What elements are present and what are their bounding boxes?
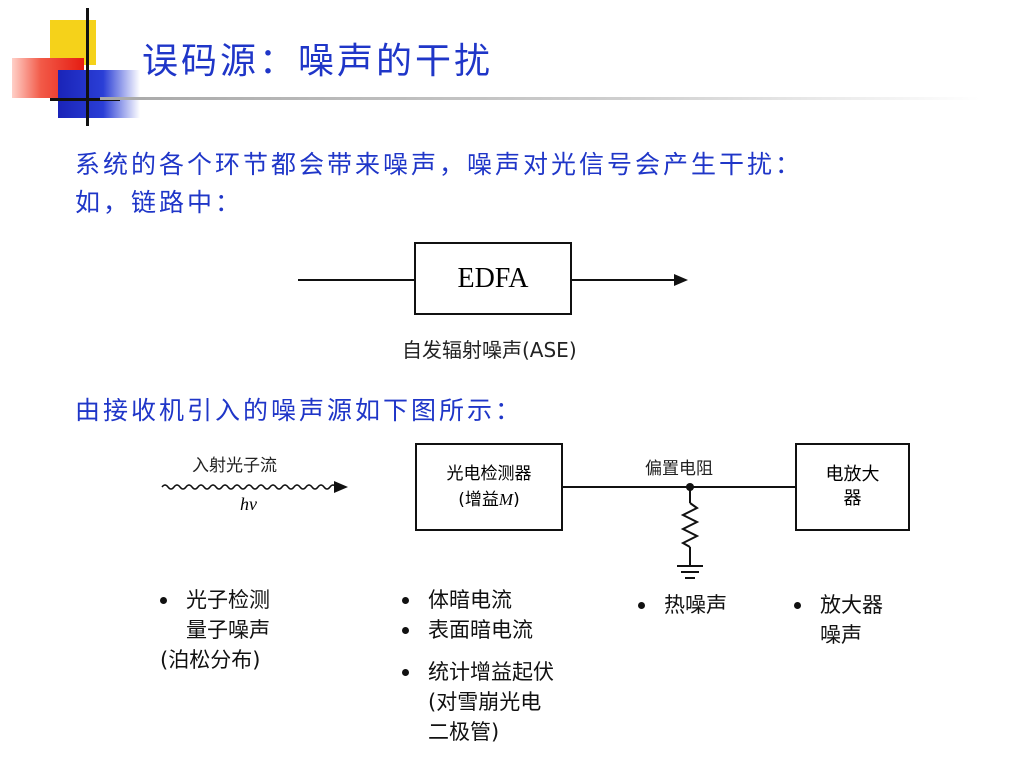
- list-item-note: (泊松分布): [160, 648, 261, 672]
- logo-blue-bar: [58, 70, 140, 118]
- edfa-label: EDFA: [457, 262, 529, 294]
- bias-resistor-label: 偏置电阻: [645, 459, 713, 479]
- receiver-caption: 由接收机引入的噪声源如下图所示：: [75, 396, 524, 425]
- intro-text-line1: 系统的各个环节都会带来噪声，噪声对光信号会产生干扰：: [75, 150, 804, 179]
- bullet-icon: [402, 597, 409, 604]
- title-underline: [100, 97, 980, 100]
- bullet-icon: [402, 627, 409, 634]
- list-item: 体暗电流: [402, 585, 554, 615]
- list-item: 光子检测: [160, 585, 270, 615]
- intro-text-line2: 如，链路中：: [75, 188, 244, 217]
- photon-arrowhead: [334, 481, 348, 493]
- bullet-icon: [402, 669, 409, 676]
- list-item-continuation: 量子噪声: [186, 618, 270, 642]
- edfa-output-arrowhead: [674, 274, 688, 286]
- list-item-continuation: 噪声: [820, 623, 862, 647]
- photodetector-label-line2: (增益M): [458, 490, 520, 510]
- slide-title: 误码源：噪声的干扰: [142, 41, 494, 82]
- list-item: 统计增益起伏: [402, 657, 554, 687]
- list-item: 热噪声: [638, 590, 727, 620]
- logo-horizontal-line: [50, 98, 120, 101]
- noise-photodetection: 光子检测 量子噪声 (泊松分布): [160, 585, 270, 675]
- list-item-continuation: (对雪崩光电: [428, 690, 542, 714]
- photon-energy-label: hν: [240, 494, 257, 514]
- list-item-continuation: 二极管): [428, 720, 500, 744]
- resistor-zigzag: [680, 502, 700, 548]
- logo-vertical-line: [86, 8, 89, 126]
- photon-stream-label: 入射光子流: [192, 456, 277, 476]
- amplifier-label-line1: 电放大: [825, 464, 880, 485]
- bullet-icon: [794, 602, 801, 609]
- amplifier-box: 电放大 器: [795, 443, 910, 531]
- bullet-icon: [160, 597, 167, 604]
- bullet-icon: [638, 602, 645, 609]
- noise-thermal: 热噪声: [638, 590, 727, 620]
- list-item: 放大器: [794, 590, 883, 620]
- amplifier-label-line2: 器: [843, 488, 862, 509]
- photodetector-box: 光电检测器 (增益M): [415, 443, 563, 531]
- ase-noise-label: 自发辐射噪声(ASE): [402, 338, 577, 362]
- list-item: 表面暗电流: [402, 615, 554, 645]
- photon-wave: [161, 484, 343, 490]
- noise-amplifier: 放大器 噪声: [794, 590, 883, 650]
- edfa-box: EDFA: [414, 242, 572, 315]
- photodetector-label-line1: 光电检测器: [446, 464, 532, 484]
- noise-dark-current: 体暗电流 表面暗电流 统计增益起伏 (对雪崩光电 二极管): [402, 585, 554, 747]
